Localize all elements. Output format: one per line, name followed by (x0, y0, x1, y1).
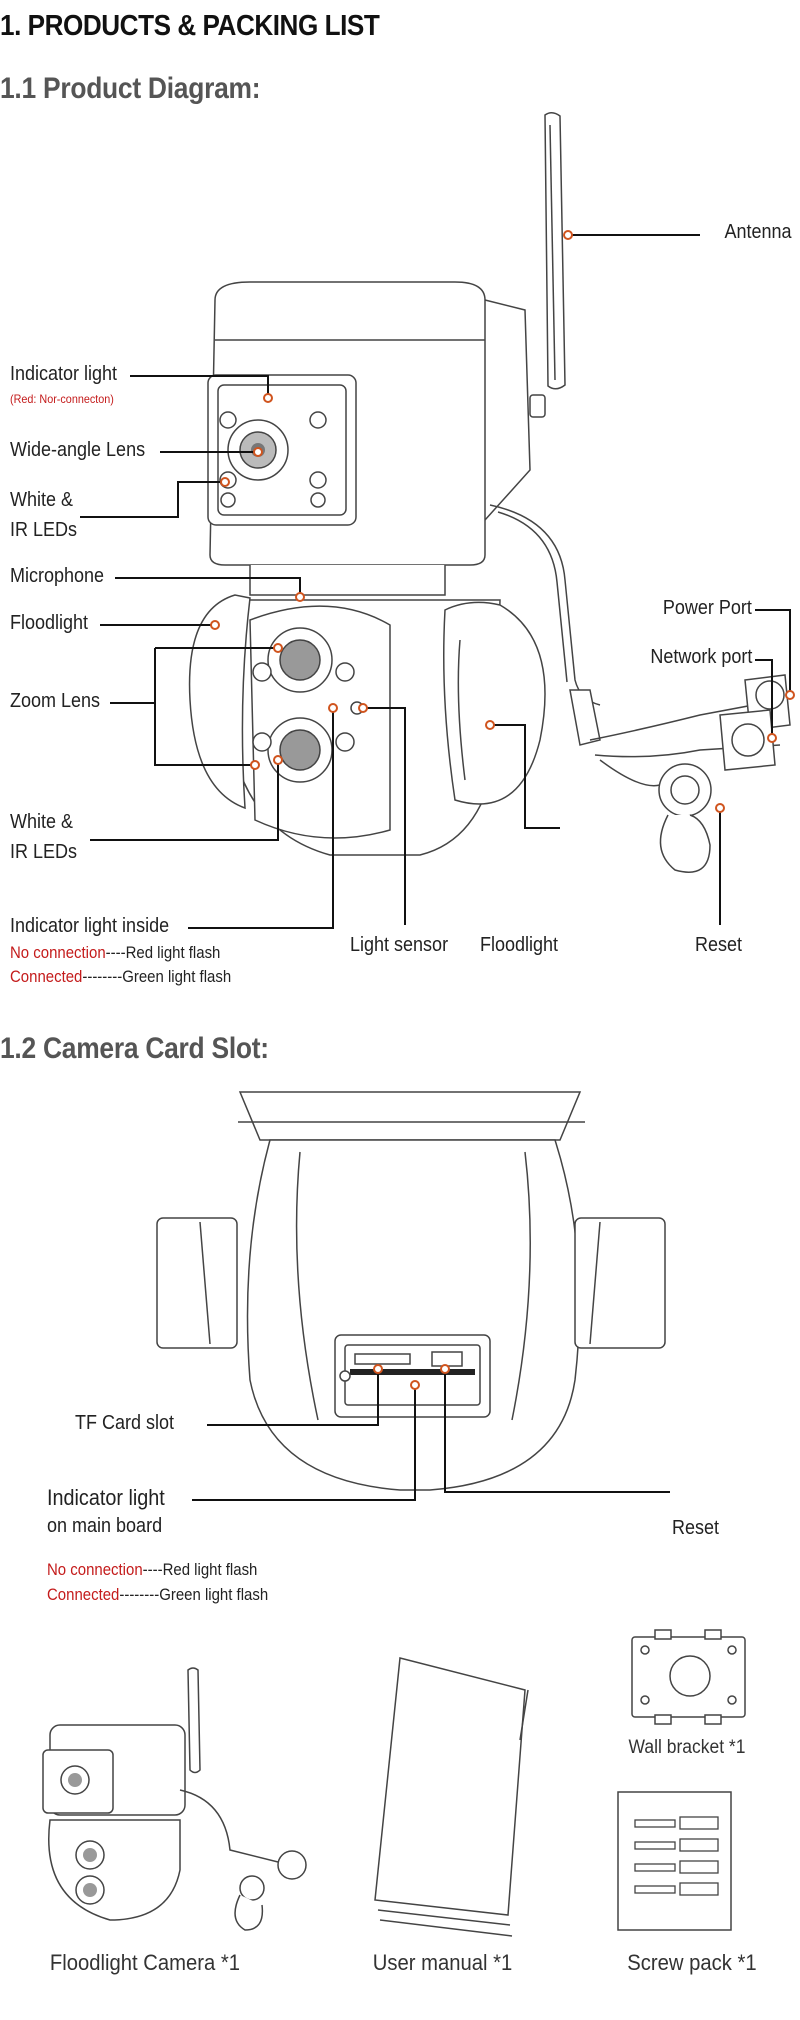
caption-floodlight-camera: Floodlight Camera *1 (49, 1950, 241, 1975)
status-main-connected: Connected--------Green light flash (47, 1585, 268, 1605)
label-network-port: Network port (649, 646, 752, 668)
caption-wall-bracket: Wall bracket *1 (628, 1737, 746, 1758)
callout-dots (210, 230, 795, 813)
label-antenna: Antenna (724, 221, 792, 243)
label-floodlight-right: Floodlight (480, 934, 559, 956)
label-white-ir-leds-bottom-1: White & (10, 811, 74, 833)
status-connected-desc: --------Green light flash (82, 967, 232, 986)
label-indicator-main-1: Indicator light (47, 1485, 165, 1510)
label-light-sensor: Light sensor (350, 934, 449, 956)
section-title-card-slot: 1.2 Camera Card Slot: (0, 1032, 269, 1065)
label-white-ir-leds-bottom-2: IR LEDs (10, 841, 78, 863)
status-no-connection: No connection----Red light flash (10, 943, 220, 963)
label-indicator-inside: Indicator light inside (10, 915, 170, 937)
status-no-connection-label: No connection (10, 943, 106, 962)
section-title-product-diagram: 1.1 Product Diagram: (0, 72, 261, 105)
label-tf-card-slot: TF Card slot (75, 1412, 175, 1434)
caption-screw-pack: Screw pack *1 (627, 1950, 757, 1975)
label-floodlight-left: Floodlight (10, 612, 89, 634)
status-main-no-connection-desc: ----Red light flash (142, 1560, 258, 1579)
caption-user-manual: User manual *1 (372, 1950, 513, 1975)
leader-lines (80, 234, 791, 929)
product-diagram (80, 112, 795, 929)
card-slot-diagram (156, 1091, 670, 1501)
status-connected: Connected--------Green light flash (10, 967, 231, 987)
floodlight-right-drawing (443, 601, 546, 805)
label-microphone: Microphone (10, 565, 105, 587)
label-white-ir-leds-top-1: White & (10, 489, 74, 511)
label-zoom-lens: Zoom Lens (10, 690, 101, 712)
label-power-port: Power Port (662, 597, 752, 619)
status-main-connected-label: Connected (47, 1585, 120, 1604)
label-indicator-note: (Red: Nor-connecton) (10, 392, 114, 406)
page-heading: 1. PRODUCTS & PACKING LIST (0, 10, 380, 42)
label-reset: Reset (695, 934, 743, 956)
screw-pack-drawing (617, 1791, 732, 1931)
user-manual-drawing (374, 1657, 529, 1937)
status-no-connection-desc: ----Red light flash (105, 943, 221, 962)
status-main-connected-desc: --------Green light flash (119, 1585, 269, 1604)
label-wide-angle-lens: Wide-angle Lens (10, 439, 146, 461)
label-indicator-light: Indicator light (10, 363, 118, 385)
status-main-no-connection: No connection----Red light flash (47, 1560, 257, 1580)
label-indicator-main-2: on main board (47, 1515, 163, 1537)
antenna-drawing (544, 112, 566, 390)
wall-bracket-drawing (631, 1629, 746, 1725)
status-main-no-connection-label: No connection (47, 1560, 143, 1579)
status-connected-label: Connected (10, 967, 83, 986)
packing-list-drawings (42, 1629, 746, 1937)
label-white-ir-leds-top-2: IR LEDs (10, 519, 78, 541)
floodlight-camera-drawing (42, 1667, 307, 1931)
label-reset-main: Reset (672, 1517, 720, 1539)
